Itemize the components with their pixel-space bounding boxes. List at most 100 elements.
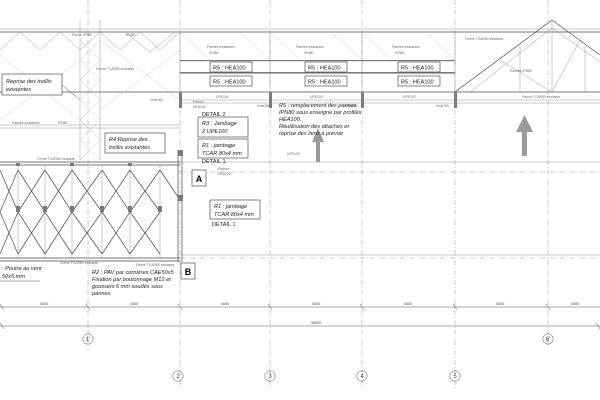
detail-label: DETAIL 1 [202, 159, 226, 165]
note-text: Reprise des treillis [6, 79, 52, 85]
minor-label: Poteau [193, 100, 204, 104]
note-text: goussets 6 mm soudés sous [92, 284, 163, 290]
axis-label: 3 [268, 374, 272, 380]
minor-label: Pannes IPN80 [510, 69, 532, 73]
note-text: R5 : remplacement des pannes [279, 103, 357, 109]
arrow-up-icon [516, 115, 533, 156]
note-text: 50x5 mm [2, 274, 25, 280]
minor-label: Voile BA [257, 104, 271, 108]
axis-label: 4 [360, 374, 364, 380]
note-text: R3 : Jambage [202, 121, 237, 127]
section-label: A [196, 174, 203, 184]
note-text: : Poutre au vent [2, 266, 42, 272]
axis-bubble-4: 4 [356, 370, 368, 382]
minor-labels: Pannes existantes Pannes existantes Pann… [12, 33, 560, 267]
minor-label: UPE100 [403, 95, 416, 99]
minor-label: Panne IPN80 [72, 33, 92, 37]
minor-label: Voile BA [344, 104, 358, 108]
note-text: reprise des liens à prévoir [279, 131, 344, 137]
note-text: R1 : jambage [214, 204, 247, 210]
dimension-label: 4000 [496, 302, 504, 306]
axis-label: 2 [176, 374, 180, 380]
minor-label: IPN80 [395, 51, 405, 55]
note-r1-lower: R1 : jambage TCAR 80x4 mm [209, 199, 261, 220]
axis-bubble-6: 6' [542, 333, 554, 345]
minor-label: Ferme TCAR80 existante [136, 263, 174, 267]
dimension-label: 4000 [404, 302, 412, 306]
note-text: R5 : HEA100 [308, 66, 341, 72]
grid-axes: 1' 2 3 4 5 6' [82, 0, 554, 390]
minor-label: IPN80 [304, 51, 314, 55]
note-text: Fixation par boulonnage M12 et [92, 277, 171, 283]
minor-label: UPE100 [216, 95, 229, 99]
note-text: R1 : jambage [202, 143, 235, 149]
note-text: R4 Reprise des [109, 137, 148, 143]
note-reprise-treillis: Reprise des treillis existantes [1, 73, 81, 101]
note-text: R5 : HEA100 [308, 80, 341, 86]
section-marker-a: A [191, 169, 207, 187]
dimension-label: 4000 [130, 302, 138, 306]
note-text: treillis existantes [109, 145, 150, 151]
minor-label: Ferme TCAR80 existante [37, 157, 75, 161]
minor-label: Ferme TCAR80 existante [96, 67, 134, 71]
note-poutre-vent: : Poutre au vent 50x5 mm [0, 266, 42, 282]
minor-label: UPE100 [310, 95, 323, 99]
dimension-total: 38000 [311, 321, 322, 325]
minor-label: IPN80 [209, 51, 219, 55]
right-structure [178, 92, 600, 259]
dimension-label: 4000 [571, 302, 579, 306]
note-text: R5 : HEA100 [213, 80, 246, 86]
detail-label: DETAIL 1 [212, 222, 236, 228]
axis-bubble-1: 1' [82, 333, 94, 345]
minor-label: Pannes existantes [392, 45, 420, 49]
minor-label: HEA200 [218, 172, 231, 176]
note-r5-text: R5 : remplacement des pannes IPN80 sous … [279, 103, 362, 137]
minor-label: Pannes existantes [12, 121, 40, 125]
note-text: existantes [6, 87, 31, 93]
note-text: R5 : HEA100 [213, 66, 246, 72]
arrow-up-icon [312, 128, 324, 162]
dimension-label: 4000 [221, 302, 229, 306]
minor-label: Panne TCAR80 existante [522, 95, 560, 99]
minor-label: Poteau [218, 167, 229, 171]
detail-label: DETAIL 2 [202, 112, 226, 118]
axis-bubble-3: 3 [264, 370, 276, 382]
note-text: TCAR 80x4 mm [214, 212, 254, 218]
minor-label: HEA100 [193, 105, 206, 109]
note-text: 2 UPE100 [201, 129, 228, 135]
section-marker-b: B [180, 262, 196, 280]
note-r5-row1: R5 : HEA100 R5 : HEA100 R5 : HEA100 [209, 61, 441, 73]
axis-bubble-5: 5 [449, 370, 461, 382]
left-lattice [0, 150, 183, 262]
minor-label: Pannes existantes [296, 45, 324, 49]
axis-bubble-2: 2 [172, 370, 184, 382]
note-text: IPN80 sous enseigne par profilés [279, 110, 362, 116]
section-label: B [185, 267, 192, 277]
minor-label: Pannes existantes [207, 45, 235, 49]
note-r5-row2: R5 : HEA100 R5 : HEA100 R5 : HEA100 [209, 75, 441, 87]
note-text: TCAR 80x4 mm [202, 151, 242, 157]
note-r4: R4 Reprise des treillis existantes [104, 132, 166, 154]
note-text: pannes [91, 291, 111, 297]
note-text: Réutilisation des attaches et [279, 124, 349, 130]
minor-label: IPN80 [58, 121, 68, 125]
minor-label: UPE100 [287, 152, 300, 156]
dimension-label: 4000 [40, 302, 48, 306]
axis-label: 6' [546, 337, 550, 343]
axis-label: 1' [86, 337, 90, 343]
note-r2: R2 : PAV par cornières CAE50x5 Fixation … [91, 270, 175, 297]
minor-label: Voile BA [436, 104, 450, 108]
note-text: R2 : PAV par cornières CAE50x5 [92, 270, 175, 276]
minor-label: IPN80 [126, 33, 136, 37]
note-text: R5 : HEA100 [401, 66, 434, 72]
dimension-label: 4000 [312, 302, 320, 306]
axis-label: 5 [453, 374, 457, 380]
minor-label: Voile BA [150, 98, 164, 102]
note-r3: R3 : Jambage 2 UPE100 [197, 116, 249, 138]
minor-label: Ferme TCAR80 existante [465, 37, 503, 41]
dimension-chain: 4000 4000 4000 4000 4000 4000 4000 38000 [0, 302, 600, 330]
minor-label: Ferme TCAR80 existante [60, 261, 98, 265]
note-text: R5 : HEA100 [401, 80, 434, 86]
note-text: HEA100. [279, 117, 301, 123]
